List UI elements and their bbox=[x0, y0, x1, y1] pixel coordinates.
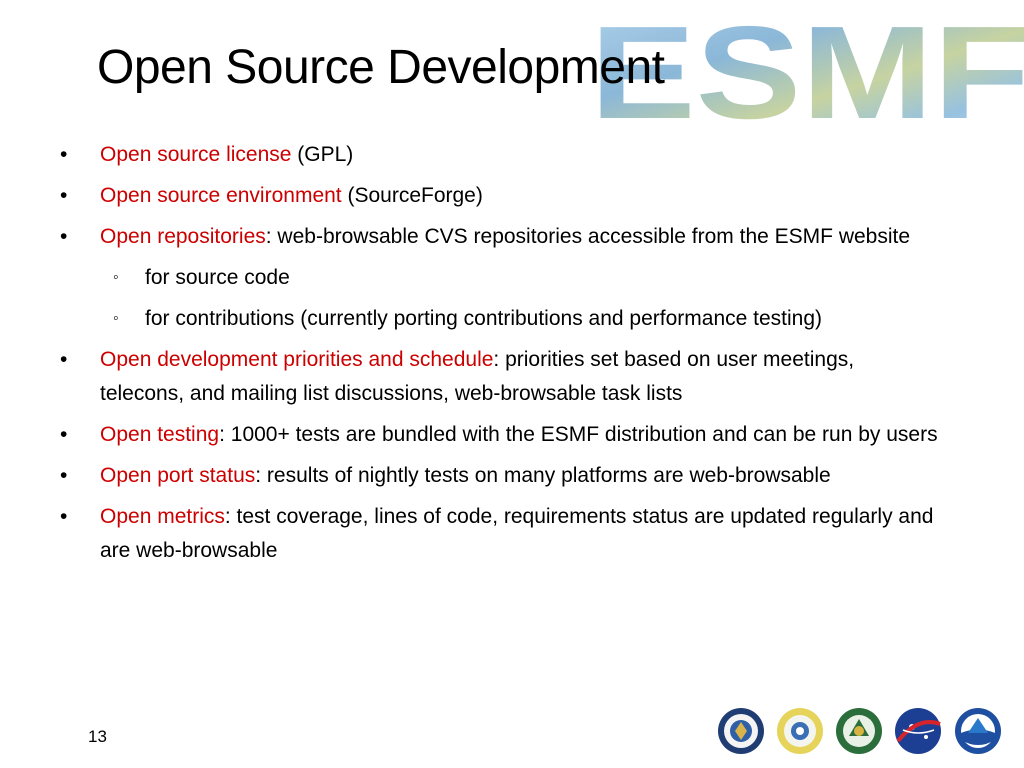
bullet-icon: • bbox=[60, 348, 68, 371]
hollow-bullet-icon: ◦ bbox=[113, 269, 119, 286]
sub-bullet-item: ◦ for source code bbox=[60, 261, 940, 295]
bullet-highlight-text: Open repositories bbox=[100, 225, 266, 248]
bullet-highlight-text: Open source environment bbox=[100, 184, 342, 207]
nsf-seal-icon bbox=[777, 708, 823, 754]
page-number: 13 bbox=[88, 727, 107, 746]
bullet-highlight-text: Open metrics bbox=[100, 505, 225, 528]
bullet-item: • Open repositories: web-browsable CVS re… bbox=[60, 220, 940, 254]
esmf-logo: ESMF bbox=[590, 22, 1024, 122]
bullet-text: (SourceForge) bbox=[341, 184, 483, 207]
bullet-item: • Open metrics: test coverage, lines of c… bbox=[60, 500, 940, 568]
bullet-highlight-text: Open source license bbox=[100, 143, 292, 166]
bullet-item: • Open source environment (SourceForge) bbox=[60, 179, 940, 213]
bullet-text: for contributions (currently porting con… bbox=[145, 307, 823, 330]
bullet-highlight-text: Open testing bbox=[100, 423, 220, 446]
bullet-item: • Open source license (GPL) bbox=[60, 138, 940, 172]
bullet-text: (GPL) bbox=[291, 143, 354, 166]
hollow-bullet-icon: ◦ bbox=[113, 310, 119, 327]
bullet-item: • Open port status: results of nightly te… bbox=[60, 459, 940, 493]
bullet-text: for source code bbox=[145, 266, 290, 289]
bullet-highlight-text: Open port status bbox=[100, 464, 256, 487]
bullet-text: : web-browsable CVS repositories accessi… bbox=[265, 225, 911, 248]
agency-seals bbox=[718, 708, 1001, 754]
bullet-highlight-text: Open development priorities and schedule bbox=[100, 348, 494, 371]
bullet-icon: • bbox=[60, 143, 68, 166]
bullet-icon: • bbox=[60, 423, 68, 446]
dod-seal-icon bbox=[718, 708, 764, 754]
bullet-icon: • bbox=[60, 225, 68, 248]
bullet-text: : results of nightly tests on many platf… bbox=[255, 464, 831, 487]
sub-bullet-item: ◦ for contributions (currently porting co… bbox=[60, 302, 940, 336]
noaa-seal-icon bbox=[955, 708, 1001, 754]
bullet-icon: • bbox=[60, 464, 68, 487]
bullet-item: • Open testing: 1000+ tests are bundled w… bbox=[60, 418, 940, 452]
bullet-item: • Open development priorities and schedul… bbox=[60, 343, 940, 411]
doe-seal-icon bbox=[836, 708, 882, 754]
slide-title: Open Source Development bbox=[97, 41, 665, 94]
bullet-text: : priorities set based on user meetings,… bbox=[100, 348, 855, 405]
bullet-icon: • bbox=[60, 184, 68, 207]
nasa-seal-icon bbox=[895, 708, 941, 754]
bullet-list: • Open source license (GPL) • Open source e… bbox=[60, 138, 940, 575]
bullet-icon: • bbox=[60, 505, 68, 528]
bullet-text: : test coverage, lines of code, requirem… bbox=[100, 505, 934, 562]
bullet-text: : 1000+ tests are bundled with the ESMF … bbox=[219, 423, 938, 446]
esmf-logo-text: ESMF bbox=[590, 22, 1024, 122]
